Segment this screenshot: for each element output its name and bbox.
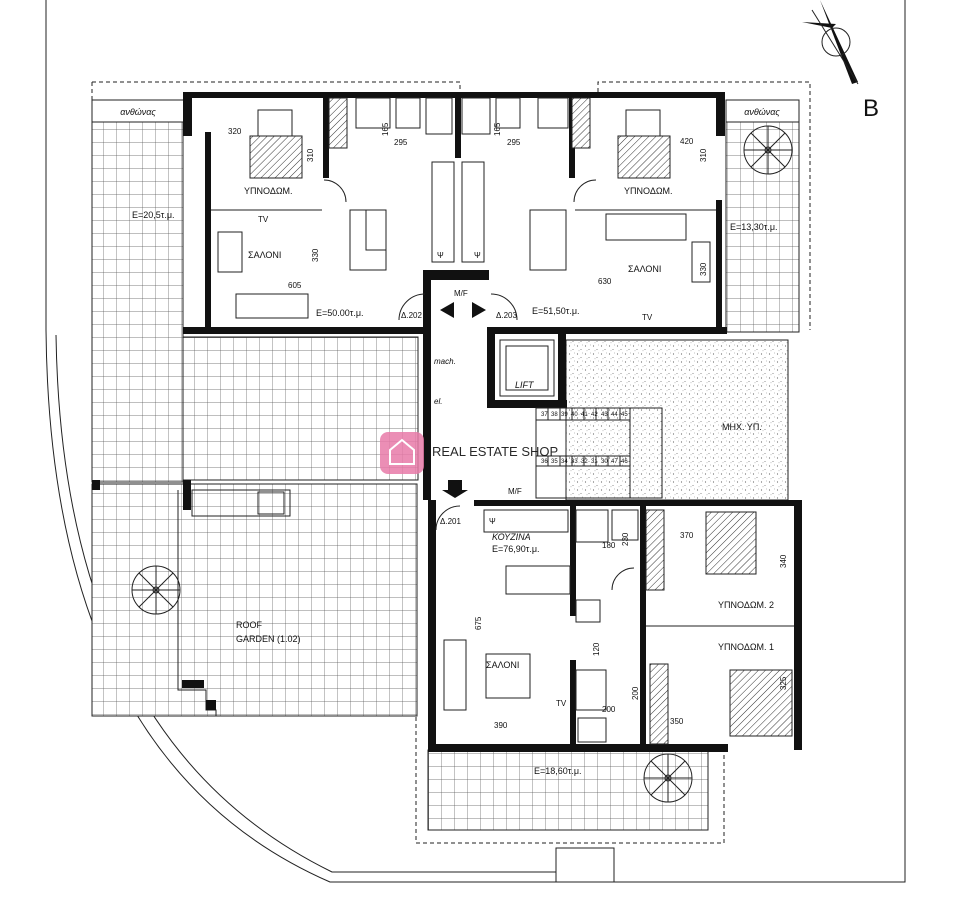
- stair-number: 46: [621, 459, 628, 465]
- dim-310b: 310: [699, 148, 708, 162]
- dim-165a: 165: [381, 122, 390, 136]
- right-terrace: [725, 121, 800, 333]
- dim-200b: 200: [602, 705, 616, 714]
- stair-number: 38: [551, 412, 558, 418]
- stair-number: 47: [611, 459, 618, 465]
- psi-label-1: Ψ: [437, 251, 444, 260]
- dim-350: 350: [670, 717, 684, 726]
- stair-number: 37: [541, 412, 548, 418]
- bedroom-left-label: ΥΠΝΟΔΩΜ.: [244, 186, 293, 196]
- dim-370: 370: [680, 531, 694, 540]
- bottom-terrace: [427, 749, 709, 831]
- dim-200a: 200: [631, 686, 640, 700]
- stair-number: 33: [571, 459, 578, 465]
- stair-number: 35: [551, 459, 558, 465]
- kitchen-label: ΚΟΥΖΙΝΑ: [492, 532, 531, 542]
- lift-label: LIFT: [515, 380, 535, 390]
- apt-202-area: E=50.00τ.μ.: [316, 308, 364, 318]
- dim-230: 230: [621, 532, 630, 546]
- tv-bottom-label: TV: [556, 699, 567, 708]
- dim-165b: 165: [493, 122, 502, 136]
- lower-walls: [428, 500, 802, 752]
- dim-630: 630: [598, 277, 612, 286]
- psi-label-3: Ψ: [489, 517, 496, 526]
- bottom-terrace-area: E=18,60τ.μ.: [534, 766, 582, 776]
- living-right-label: ΣΑΛΟΝΙ: [628, 264, 661, 274]
- anthonas-right-label: ανθώνας: [744, 107, 780, 117]
- center-terrace: [182, 336, 419, 481]
- stair-number: 30: [601, 459, 608, 465]
- living-bottom-label: ΣΑΛΟΝΙ: [486, 660, 519, 670]
- apt-202-door-label: Δ.202: [401, 311, 422, 320]
- dim-675: 675: [474, 616, 483, 630]
- bedroom-2-label: ΥΠΝΟΔΩΜ. 2: [718, 600, 774, 610]
- machine-label: mach.: [434, 357, 456, 366]
- stair-number: 41: [581, 412, 588, 418]
- bed-left: [249, 135, 303, 179]
- apt-203-door-label: Δ.203: [496, 311, 517, 320]
- apt-203-area: E=51,50τ.μ.: [532, 306, 580, 316]
- psi-label-2: Ψ: [474, 251, 481, 260]
- roof-garden-label-1: ROOF: [236, 620, 263, 630]
- mf-top-label: M/F: [454, 289, 468, 298]
- staircase: [535, 407, 663, 499]
- mechanical-room-label: ΜΗΧ. ΥΠ.: [722, 422, 762, 432]
- roof-garden-label-2: GARDEN (1.02): [236, 634, 301, 644]
- stair-number: 32: [581, 459, 588, 465]
- stair-number: 43: [601, 412, 608, 418]
- dim-330a: 330: [311, 248, 320, 262]
- dim-340: 340: [779, 554, 788, 568]
- dim-330b: 330: [699, 262, 708, 276]
- left-terrace-area: E=20,5τ.μ.: [132, 210, 175, 220]
- bedroom-right-label: ΥΠΝΟΔΩΜ.: [624, 186, 673, 196]
- roof-garden: [91, 483, 418, 717]
- living-left-label: ΣΑΛΟΝΙ: [248, 250, 281, 260]
- dim-295b: 295: [507, 138, 521, 147]
- north-marker: B: [863, 95, 879, 122]
- dim-310a: 310: [306, 148, 315, 162]
- dim-320: 320: [228, 127, 242, 136]
- stair-number: 36: [541, 459, 548, 465]
- watermark-text: REAL ESTATE SHOP: [432, 444, 558, 459]
- north-arrow-icon: [802, 0, 859, 85]
- dim-605: 605: [288, 281, 302, 290]
- apt-201-area: E=76,90τ.μ.: [492, 544, 540, 554]
- bedroom-1-label: ΥΠΝΟΔΩΜ. 1: [718, 642, 774, 652]
- apt-201-door-label: Δ.201: [440, 517, 461, 526]
- stair-number: 45: [621, 412, 628, 418]
- tv-right-label: TV: [642, 313, 653, 322]
- dim-325: 325: [779, 676, 788, 690]
- dim-120: 120: [592, 642, 601, 656]
- dim-390: 390: [494, 721, 508, 730]
- stair-number: 44: [611, 412, 618, 418]
- electric-label: el.: [434, 397, 442, 406]
- left-terrace: [91, 121, 184, 483]
- mf-mid-label: M/F: [508, 487, 522, 496]
- right-terrace-area: E=13,30τ.μ.: [730, 222, 778, 232]
- stair-number: 31: [591, 459, 598, 465]
- stair-number: 39: [561, 412, 568, 418]
- stair-number: 42: [591, 412, 598, 418]
- stair-number: 34: [561, 459, 568, 465]
- dim-180: 180: [602, 541, 616, 550]
- spiral-stair-icons: [131, 125, 793, 803]
- dim-295a: 295: [394, 138, 408, 147]
- bed-right: [617, 135, 671, 179]
- tv-left-label: TV: [258, 215, 269, 224]
- watermark: REAL ESTATE SHOP: [380, 432, 558, 474]
- dim-420: 420: [680, 137, 694, 146]
- stair-number: 40: [571, 412, 578, 418]
- anthonas-left-label: ανθώνας: [120, 107, 156, 117]
